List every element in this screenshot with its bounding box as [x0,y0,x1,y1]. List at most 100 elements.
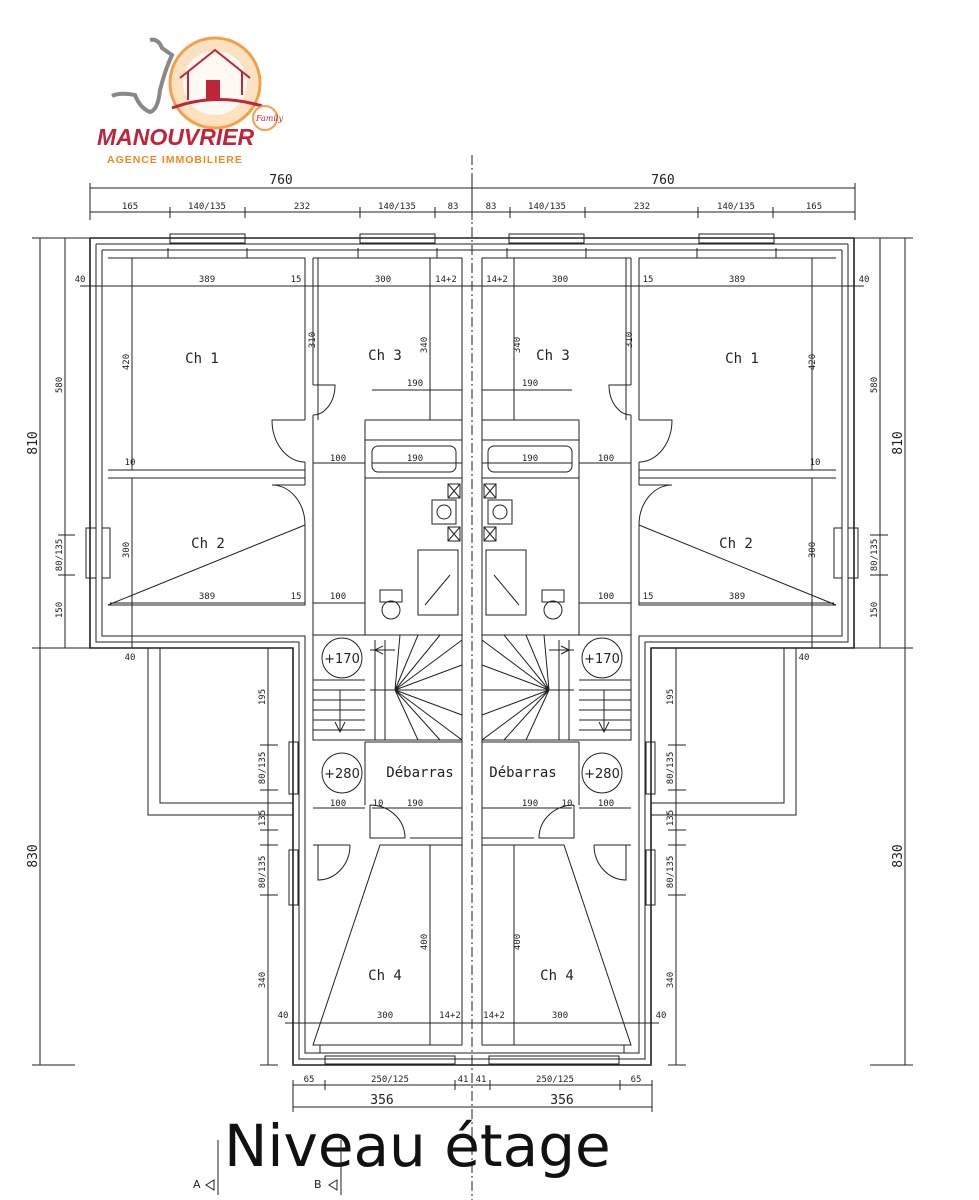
dim-text: 65 [631,1075,642,1085]
dim-text: 300 [552,1011,568,1021]
logo-brand: MANOUVRIER [97,124,255,150]
dim-text: 10 [562,799,573,809]
dim-depth-lower-right: 830 [891,844,906,867]
dim-text: 232 [294,202,310,212]
room-label-debarras-left: Débarras [386,765,453,781]
logo-tagline: AGENCE IMMOBILIERE [107,154,243,166]
section-arrow-b-icon [328,1140,342,1195]
dim-text: 580 [870,377,880,393]
dim-width-right: 760 [651,173,674,188]
dim-text: 340 [513,337,523,353]
room-label-ch4-right: Ch 4 [540,968,574,984]
section-mark-a: A [193,1178,201,1191]
dim-text: 165 [806,202,822,212]
agency-logo: Family MANOUVRIER AGENCE IMMOBILIERE [97,36,283,166]
dim-depth-upper-right: 810 [891,431,906,454]
dim-width-bottom-right: 356 [550,1093,573,1108]
dim-text: 135 [666,810,676,826]
dim-text: 10 [373,799,384,809]
dim-text: 80/135 [870,539,880,572]
dim-text: 14+2 [483,1011,505,1021]
dim-text: 389 [729,275,745,285]
dim-text: 250/125 [371,1075,409,1085]
dim-text: 40 [656,1011,667,1021]
dim-text: 300 [808,542,818,558]
logo-script: Family [255,114,283,123]
dim-text: 340 [258,972,268,988]
dim-text: 150 [870,602,880,618]
dim-text: 40 [859,275,870,285]
dim-text: 195 [666,689,676,705]
dim-text: 232 [634,202,650,212]
section-arrow-a-icon [205,1140,219,1195]
level-marker-170-right: +170 [584,652,620,667]
dim-text: 389 [199,592,215,602]
dim-text: 300 [375,275,391,285]
dim-text: 190 [522,379,538,389]
dim-text: 100 [598,592,614,602]
dim-text: 250/125 [536,1075,574,1085]
dim-text: 14+2 [435,275,457,285]
dim-text: 310 [625,332,635,348]
dim-width-bottom-left: 356 [370,1093,393,1108]
dim-text: 340 [420,337,430,353]
dim-text: 190 [522,799,538,809]
dim-text: 100 [330,592,346,602]
dim-text: 140/135 [528,202,566,212]
dimension-lines [32,183,913,1112]
dim-text: 41 [476,1075,487,1085]
dim-text: 10 [810,458,821,468]
dim-text: 80/135 [55,539,65,572]
dim-depth-lower-left: 830 [26,844,41,867]
room-label-ch3-right: Ch 3 [536,348,570,364]
room-label-ch1-left: Ch 1 [185,351,219,367]
dim-text: 15 [291,592,302,602]
dim-text: 100 [330,799,346,809]
dim-text: 300 [552,275,568,285]
dim-text: 190 [407,379,423,389]
dim-text: 100 [598,454,614,464]
dim-text: 15 [643,275,654,285]
dim-text: 140/135 [188,202,226,212]
dim-text: 190 [407,454,423,464]
room-label-ch4-left: Ch 4 [368,968,402,984]
right-unit-plan [471,233,865,1066]
dim-text: 140/135 [717,202,755,212]
room-label-ch2-left: Ch 2 [191,536,225,552]
dim-text: 150 [55,602,65,618]
dim-text: 389 [729,592,745,602]
dim-text: 14+2 [439,1011,461,1021]
dim-text: 40 [75,275,86,285]
dim-text: 400 [420,934,430,950]
dim-text: 100 [330,454,346,464]
dim-text: 420 [122,354,132,370]
dim-text: 100 [598,799,614,809]
dim-text: 15 [291,275,302,285]
dim-text: 389 [199,275,215,285]
dim-text: 140/135 [378,202,416,212]
dim-text: 195 [258,689,268,705]
plan-title: Niveau étage [224,1112,611,1180]
room-label-debarras-right: Débarras [489,765,556,781]
room-label-ch3-left: Ch 3 [368,348,402,364]
dim-text: 41 [458,1075,469,1085]
dim-text: 190 [407,799,423,809]
dim-text: 80/135 [258,752,268,785]
level-marker-280-left: +280 [324,767,360,782]
cat-icon [111,37,175,115]
room-label-ch2-right: Ch 2 [719,536,753,552]
section-mark-b: B [314,1178,322,1191]
dim-text: 83 [448,202,459,212]
level-marker-280-right: +280 [584,767,620,782]
dim-text: 300 [122,542,132,558]
dim-width-left: 760 [269,173,292,188]
dim-text: 190 [522,454,538,464]
dim-depth-upper-left: 810 [26,431,41,454]
left-unit-plan [79,233,473,1066]
dim-text: 65 [304,1075,315,1085]
dim-text: 340 [666,972,676,988]
level-marker-170-left: +170 [324,652,360,667]
room-label-ch1-right: Ch 1 [725,351,759,367]
